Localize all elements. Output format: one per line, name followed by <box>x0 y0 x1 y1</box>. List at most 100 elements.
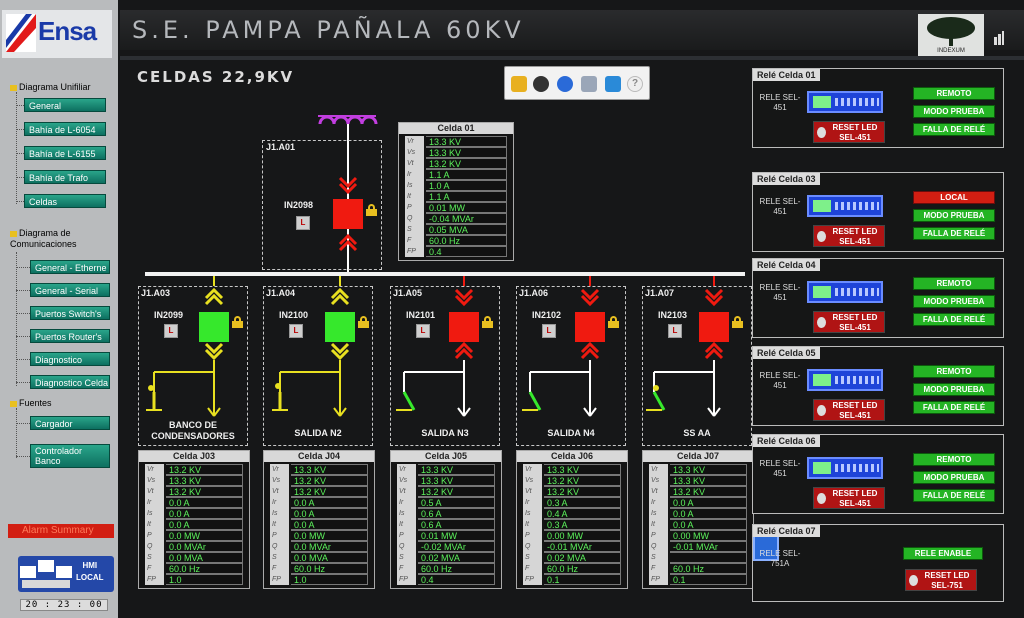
nav-item-0[interactable]: General <box>24 98 106 112</box>
tools-icon[interactable] <box>581 76 597 92</box>
relay-mode-button-0[interactable]: REMOTO <box>913 277 995 290</box>
relay-device-icon <box>807 369 883 391</box>
lock-shackle <box>610 316 617 322</box>
feeder-breaker[interactable] <box>325 312 355 342</box>
measurement-value: 0.05 MVA <box>426 224 507 235</box>
alarm-summary-button[interactable]: Alarm Summary <box>8 524 114 538</box>
settings-icon[interactable] <box>533 76 549 92</box>
local-remote-icon[interactable]: L <box>668 324 682 338</box>
measurement-value: 13.2 KV <box>544 475 621 486</box>
measurement-value: 60.0 Hz <box>426 235 507 246</box>
info-icon[interactable] <box>557 76 573 92</box>
reset-led-button[interactable]: RESET LED SEL-451 <box>813 487 885 509</box>
reset-led-button[interactable]: RESET LED SEL-451 <box>813 311 885 333</box>
hmi-status[interactable] <box>18 556 114 592</box>
feeder-arrow <box>207 407 221 417</box>
relay-mode-button-2[interactable]: FALLA DE RELÉ <box>913 123 995 136</box>
measurement-value: 0.6 A <box>418 519 495 530</box>
relay-mode-button-0[interactable]: LOCAL <box>913 191 995 204</box>
relay-model: RELE SEL-751A <box>759 549 801 568</box>
nav-item-controlador[interactable]: Controlador Banco Compensacion <box>30 444 110 468</box>
folder-icon[interactable] <box>511 76 527 92</box>
nav-group-label[interactable]: Fuentes <box>10 398 110 408</box>
feeder-breaker-code: IN2102 <box>532 310 562 320</box>
local-remote-icon[interactable]: L <box>289 324 303 338</box>
led-icon <box>817 317 826 328</box>
window-close-icon[interactable] <box>994 30 1004 45</box>
measurement-key: Vr <box>145 464 164 475</box>
nav-item-3[interactable]: Bahía de Trafo <box>24 170 106 184</box>
incomer-breaker-code: IN2098 <box>284 200 314 210</box>
feeder-chevron-top <box>330 293 350 306</box>
feeder-breaker[interactable] <box>199 312 229 342</box>
relay-buttons <box>835 288 879 296</box>
feeder-chevron-bottom <box>580 347 600 360</box>
nav-item-comm-3[interactable]: Puertos Router's <box>30 329 110 343</box>
nav-item-comm-0[interactable]: General - Etherne <box>30 260 110 274</box>
lock-icon[interactable] <box>358 316 369 328</box>
relay-mode-button-1[interactable]: MODO PRUEBA <box>913 383 995 396</box>
relay-mode-button-1[interactable]: MODO PRUEBA <box>913 105 995 118</box>
measurement-key: Is <box>397 508 416 519</box>
relay-mode-button-1[interactable]: MODO PRUEBA <box>913 295 995 308</box>
relay-mode-button-0[interactable]: REMOTO <box>913 87 995 100</box>
lock-icon[interactable] <box>232 316 243 328</box>
relay-mode-button-2[interactable]: FALLA DE RELÉ <box>913 401 995 414</box>
relay-mode-button-1[interactable]: MODO PRUEBA <box>913 209 995 222</box>
feeder-breaker[interactable] <box>699 312 729 342</box>
local-remote-icon[interactable]: L <box>296 216 310 230</box>
measurement-key: Vr <box>405 136 424 147</box>
measurement-value: 1.0 <box>166 574 243 585</box>
relay-screen <box>813 462 831 474</box>
lock-icon[interactable] <box>366 204 377 216</box>
help-icon[interactable]: ? <box>627 76 643 92</box>
lock-icon[interactable] <box>732 316 743 328</box>
relay-mode-button-2[interactable]: FALLA DE RELÉ <box>913 313 995 326</box>
measurement-value: 0.0 MW <box>291 530 368 541</box>
relay-enable-button[interactable]: RELE ENABLE <box>903 547 983 560</box>
relay-mode-button-0[interactable]: REMOTO <box>913 453 995 466</box>
reset-led-button[interactable]: RESET LED SEL-451 <box>813 225 885 247</box>
nav-group-label[interactable]: Diagrama de Comunicaciones <box>10 228 110 250</box>
local-remote-icon[interactable]: L <box>542 324 556 338</box>
relay-mode-button-2[interactable]: FALLA DE RELÉ <box>913 489 995 502</box>
measurement-key: P <box>397 530 416 541</box>
nav-item-1[interactable]: Bahía de L-6054 <box>24 122 106 136</box>
reset-led-button[interactable]: RESET LED SEL-451 <box>813 121 885 143</box>
relay-model: RELE SEL-451 <box>759 197 801 216</box>
windows-icon[interactable] <box>605 76 621 92</box>
relay-mode-button-1[interactable]: MODO PRUEBA <box>913 471 995 484</box>
lock-icon[interactable] <box>608 316 619 328</box>
nav-item-comm-1[interactable]: General - Serial <box>30 283 110 297</box>
nav-item-comm-2[interactable]: Puertos Switch's <box>30 306 110 320</box>
nav-item-comm-4[interactable]: Diagnostico <box>30 352 110 366</box>
reset-led-button[interactable]: RESET LED SEL-451 <box>813 399 885 421</box>
lock-icon[interactable] <box>482 316 493 328</box>
incomer-breaker[interactable] <box>333 199 363 229</box>
measurement-value: 1.0 <box>291 574 368 585</box>
measurement-value: 13.3 KV <box>544 464 621 475</box>
led-icon <box>909 575 918 586</box>
nav-item-cargador[interactable]: Cargador <box>30 416 110 430</box>
feeder-breaker[interactable] <box>449 312 479 342</box>
measurement-key: It <box>397 519 416 530</box>
transformer-coil <box>318 115 336 125</box>
measurement-key: S <box>397 552 416 563</box>
nav-item-2[interactable]: Bahía de L-6155 <box>24 146 106 160</box>
relay-mode-button-2[interactable]: FALLA DE RELÉ <box>913 227 995 240</box>
feeder-breaker[interactable] <box>575 312 605 342</box>
local-remote-icon[interactable]: L <box>164 324 178 338</box>
relay-model: RELE SEL-451 <box>759 93 801 112</box>
nav-group-label[interactable]: Diagrama Unifiliar <box>10 82 110 92</box>
reset-led-button[interactable]: RESET LED SEL-751 <box>905 569 977 591</box>
feeder-breaker-code: IN2100 <box>279 310 309 320</box>
local-remote-icon[interactable]: L <box>416 324 430 338</box>
relay-mode-button-0[interactable]: REMOTO <box>913 365 995 378</box>
nav-item-4[interactable]: Celdas <box>24 194 106 208</box>
nav-item-comm-5[interactable]: Diagnostico Celda <box>30 375 110 389</box>
measurement-key: It <box>145 519 164 530</box>
measurement-value: 0.0 A <box>291 497 368 508</box>
